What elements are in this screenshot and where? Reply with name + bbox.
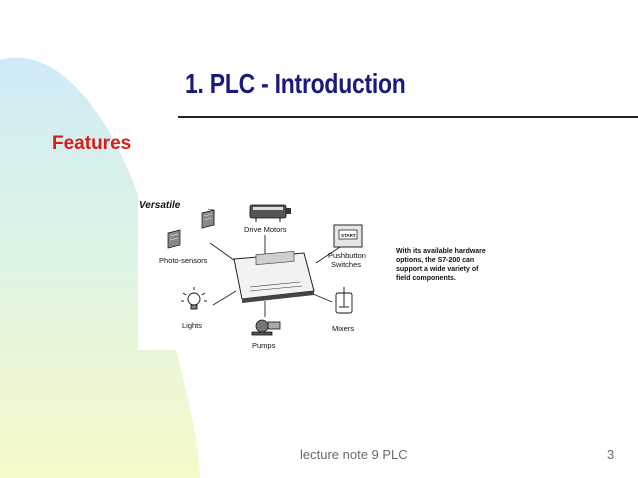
- photo-sensor-icon: [167, 208, 215, 249]
- light-bulb-icon: [181, 287, 207, 310]
- footer-note: lecture note 9 PLC: [300, 447, 408, 462]
- figure-caption: With its available hardware options, the…: [396, 248, 486, 282]
- title-divider: [178, 116, 638, 118]
- pushbutton-label-line1: Pushbutton: [328, 251, 366, 260]
- drive-motors-label: Drive Motors: [244, 225, 287, 234]
- mixer-icon: [335, 287, 353, 314]
- mixers-label: Mixers: [332, 324, 354, 333]
- lights-label: Lights: [182, 321, 202, 330]
- pushbutton-label-line2: Switches: [331, 260, 361, 269]
- plc-unit-icon: [233, 251, 315, 303]
- drive-motor-icon: [249, 204, 291, 222]
- caption-line-4: field components.: [396, 275, 456, 282]
- photo-sensors-label: Photo-sensors: [159, 256, 208, 265]
- caption-line-1: With its available hardware: [396, 248, 486, 255]
- start-button-text: START: [341, 233, 356, 238]
- caption-line-2: options, the S7-200 can: [396, 257, 474, 264]
- pumps-label: Pumps: [252, 341, 276, 350]
- page-number: 3: [607, 447, 615, 462]
- section-heading: Features: [52, 133, 132, 154]
- pushbutton-switch-icon: START: [333, 224, 363, 248]
- plc-versatile-diagram: Versatile Drive Motors: [138, 195, 500, 350]
- pump-icon: [251, 319, 281, 336]
- figure-label: Versatile: [139, 200, 181, 211]
- caption-line-3: support a wide variety of: [396, 266, 479, 273]
- slide-title: 1. PLC - Introduction: [185, 68, 406, 99]
